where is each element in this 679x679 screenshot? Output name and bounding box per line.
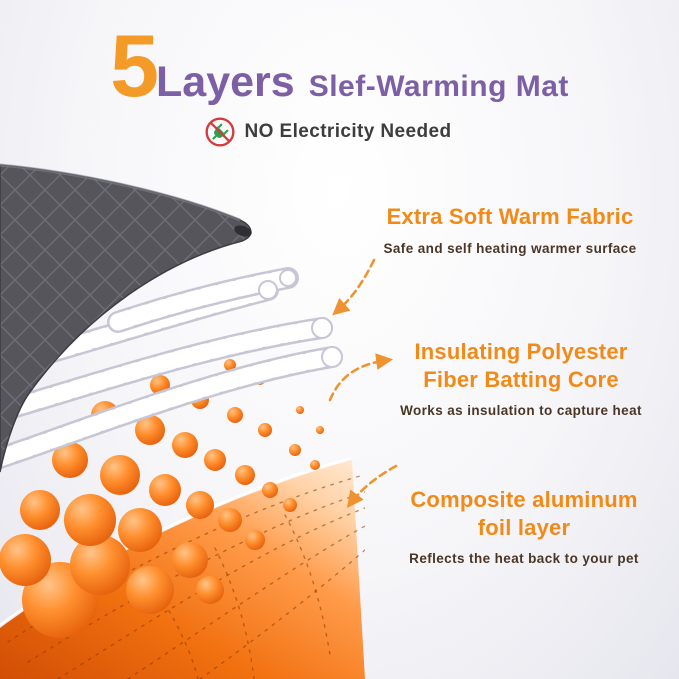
callout-heading: Insulating Polyester Fiber Batting Core [414, 339, 628, 392]
callout-subtext: Reflects the heat back to your pet [409, 551, 639, 566]
mat-layers-illustration [0, 163, 365, 679]
callout-soft-fabric: Extra Soft Warm Fabric Safe and self hea… [356, 203, 664, 257]
callout-foil-layer: Composite aluminum foil layer Reflects t… [380, 486, 668, 568]
callout-batting-core: Insulating Polyester Fiber Batting Core … [372, 338, 670, 420]
callout-subtext: Works as insulation to capture heat [400, 403, 642, 418]
heat-bubbles [0, 359, 324, 638]
page-title: 5 Layers Slef-Warming Mat [0, 22, 679, 110]
callout-heading: Extra Soft Warm Fabric [386, 204, 634, 229]
callout-subtext: Safe and self heating warmer surface [383, 240, 637, 256]
no-electricity-icon [205, 117, 235, 147]
callout-heading: Composite aluminum foil layer [410, 487, 638, 540]
quilted-fabric-layer [0, 163, 252, 473]
title-rest: Slef-Warming Mat [308, 70, 569, 103]
title-number: 5 [110, 16, 159, 115]
no-electricity-label: NO Electricity Needed [244, 121, 452, 142]
no-electricity-badge: NO Electricity Needed [0, 116, 667, 148]
title-word: Layers [156, 58, 295, 106]
